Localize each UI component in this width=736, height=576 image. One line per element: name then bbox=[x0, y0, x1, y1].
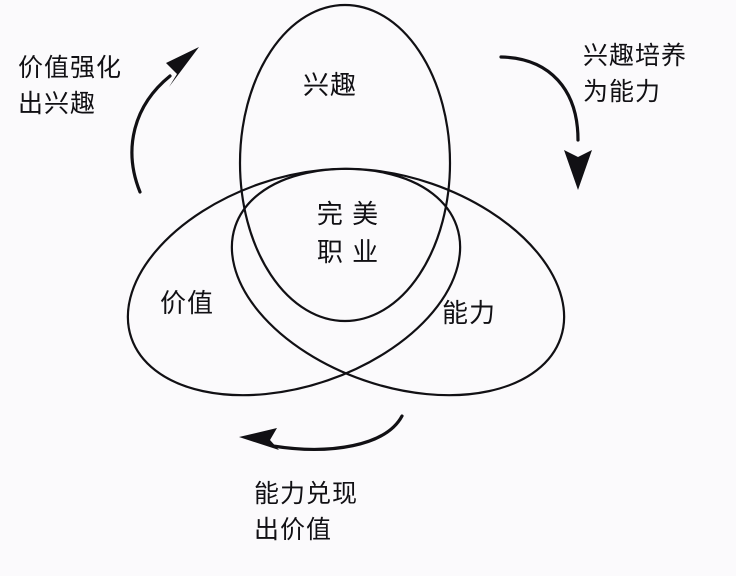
circle-label-value: 价值 bbox=[160, 288, 215, 318]
ellipse-interest bbox=[238, 3, 452, 323]
circle-label-ability: 能力 bbox=[442, 298, 497, 328]
annotation-right-interest-cultivates-ability: 兴趣培养 为能力 bbox=[583, 42, 688, 107]
annotation-bottom-ability-realizes-value: 能力兑现 出价值 bbox=[254, 480, 359, 545]
arrow-right-annotation bbox=[499, 55, 592, 190]
ellipse-ability bbox=[230, 167, 566, 397]
ellipse-value bbox=[126, 167, 462, 397]
arrow-left-annotation bbox=[130, 47, 199, 194]
circle-label-interest: 兴趣 bbox=[303, 70, 358, 100]
center-label-perfect-career: 完 美 职 业 bbox=[316, 199, 380, 267]
arrow-bottom-annotation bbox=[239, 414, 404, 451]
annotation-left-value-strengthens-interest: 价值强化 出兴趣 bbox=[18, 54, 123, 119]
